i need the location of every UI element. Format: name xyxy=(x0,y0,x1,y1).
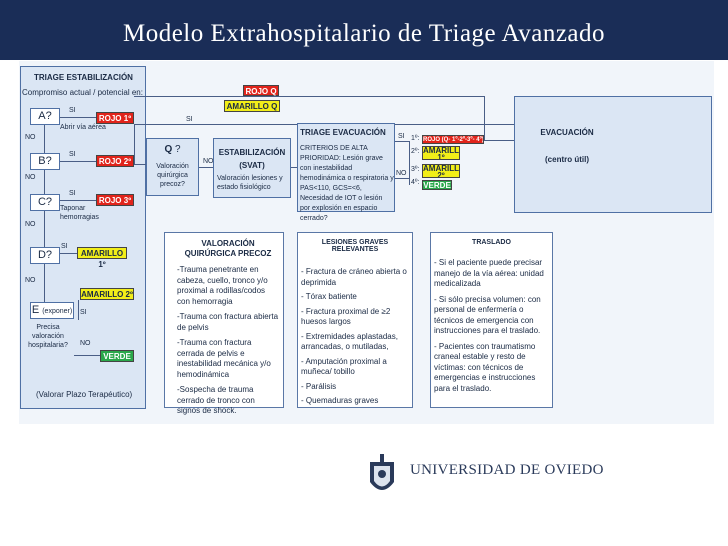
q-text: Valoración quirúrgica precoz? xyxy=(156,163,189,188)
lesiones-item: - Fractura de cráneo abierta o deprimida xyxy=(301,267,407,287)
e-box: E (exponer) xyxy=(30,302,74,319)
evac-no: NO xyxy=(396,170,407,177)
vqp-item: -Sospecha de trauma cerrado de tronco co… xyxy=(177,385,255,415)
d-no: NO xyxy=(25,277,36,284)
priority-3-label: AMARILLO 2º xyxy=(422,164,460,178)
priority-1: 1º: xyxy=(411,135,420,142)
b-box: B? xyxy=(30,153,60,170)
e-no: NO xyxy=(80,340,91,347)
university-crest-icon xyxy=(362,452,402,500)
b-no: NO xyxy=(25,174,36,181)
priority-3: 3º: xyxy=(411,166,420,173)
triage-evacuacion-text: CRITERIOS DE ALTA PRIORIDAD: Lesión grav… xyxy=(300,145,394,222)
d-box: D? xyxy=(30,247,60,264)
estabilizacion-title: ESTABILIZACIÓN xyxy=(218,148,286,157)
university-name: UNIVERSIDAD DE OVIEDO xyxy=(410,462,604,478)
title-bar xyxy=(0,0,728,60)
label-verde: VERDE xyxy=(100,350,134,362)
valorar-plazo: (Valorar Plazo Terapéutico) xyxy=(36,390,133,399)
lesiones-item: - Tórax batiente xyxy=(301,292,357,301)
triage-evacuacion-title: TRIAGE EVACUACIÓN xyxy=(300,128,386,137)
estabilizacion-box xyxy=(213,138,291,198)
c-box: C? xyxy=(30,194,60,211)
estabilizacion-text: Valoración lesiones y estado fisiológico xyxy=(217,175,283,191)
label-rojo-3: ROJO 3º xyxy=(96,194,134,206)
label-amarillo-1: AMARILLO 1º xyxy=(77,247,127,269)
label-rojo-1: ROJO 1º xyxy=(96,112,134,124)
q-box xyxy=(146,138,199,196)
priority-1-label: ROJO (Q- 1º-2º-3º- 4º) xyxy=(422,135,484,144)
evac-si: SI xyxy=(398,133,405,140)
priority-4-label: VERDE xyxy=(422,180,452,190)
vqp-title: VALORACIÓN QUIRÚRGICA PRECOZ xyxy=(184,239,272,258)
c-no: NO xyxy=(25,221,36,228)
e-letter: E xyxy=(31,304,40,316)
q-letter: Q xyxy=(164,144,173,155)
priority-2-label: AMARILLO 1º xyxy=(422,146,460,160)
lesiones-title: LESIONES GRAVES RELEVANTES xyxy=(321,239,389,253)
top-rojo-q: ROJO Q xyxy=(243,85,279,96)
q-title: Q ? xyxy=(146,144,199,155)
evacuacion-subtitle: (centro útil) xyxy=(545,155,589,164)
vqp-list: -Trauma penetrante en cabeza, cuello, tr… xyxy=(177,265,279,417)
a-no: NO xyxy=(25,134,36,141)
e-question: Precisa valoración hospitalaria? xyxy=(28,324,68,349)
q-mark: ? xyxy=(175,144,181,155)
b-yes: SI xyxy=(69,151,76,158)
a-box: A? xyxy=(30,108,60,125)
q-no: NO xyxy=(203,158,214,165)
lesiones-item: - Fractura proximal de ≥2 huesos largos xyxy=(301,306,391,327)
evacuacion-title: EVACUACIÓN xyxy=(540,128,594,137)
triage-evacuacion-box xyxy=(297,123,395,212)
a-action: Abrir vía aérea xyxy=(60,124,106,131)
page-title: Modelo Extrahospitalario de Triage Avanz… xyxy=(122,20,606,47)
c-yes: SI xyxy=(69,190,76,197)
traslado-item: - Si sólo precisa volumen: con personal … xyxy=(434,294,541,336)
lesiones-graves-box: LESIONES GRAVES RELEVANTES - Fractura de… xyxy=(297,232,413,408)
e-sub: (exponer) xyxy=(42,308,73,315)
label-amarillo-2: AMARILLO 2º xyxy=(80,288,134,300)
label-rojo-2: ROJO 2º xyxy=(96,155,134,167)
priority-4: 4º: xyxy=(411,179,420,186)
traslado-item: - Si el paciente puede precisar manejo d… xyxy=(434,258,544,288)
traslado-item: - Pacientes con traumatismo craneal esta… xyxy=(434,341,536,393)
priority-2: 2º: xyxy=(411,148,420,155)
lesiones-item: - Extremidades aplastadas, arrancadas, o… xyxy=(301,331,398,352)
top-amarillo-q: AMARILLO Q xyxy=(224,100,280,112)
top-si: SI xyxy=(186,116,193,123)
lesiones-item: - Amputación proximal a muñeca/ tobillo xyxy=(301,356,387,377)
estabilizacion-subtitle: (SVAT) xyxy=(239,161,265,170)
a-yes: SI xyxy=(69,107,76,114)
d-yes: SI xyxy=(61,243,68,250)
valoracion-quirurgica-box: VALORACIÓN QUIRÚRGICA PRECOZ -Trauma pen… xyxy=(164,232,284,415)
triage-estabilizacion-heading: TRIAGE ESTABILIZACIÓN xyxy=(34,73,133,82)
vqp-item: -Trauma con fractura abierta de pelvis xyxy=(177,312,279,332)
compromiso-text: Compromiso actual / potencial en: xyxy=(22,88,143,97)
traslado-box: TRASLADO - Si el paciente puede precisar… xyxy=(430,232,553,408)
traslado-list: - Si el paciente puede precisar manejo d… xyxy=(434,258,549,394)
vqp-item: -Trauma con fractura cerrada de pelvis e… xyxy=(177,338,271,379)
evacuacion-box xyxy=(514,96,712,213)
vqp-item: -Trauma penetrante en cabeza, cuello, tr… xyxy=(177,265,268,306)
traslado-title: TRASLADO xyxy=(472,239,511,246)
c-action: Taponar hemorragias xyxy=(60,205,99,221)
lesiones-item: - Parálisis xyxy=(301,381,337,391)
lesiones-list: - Fractura de cráneo abierta o deprimida… xyxy=(301,267,409,407)
lesiones-item: - Quemaduras graves xyxy=(301,396,379,405)
e-yes: SI xyxy=(80,309,87,316)
